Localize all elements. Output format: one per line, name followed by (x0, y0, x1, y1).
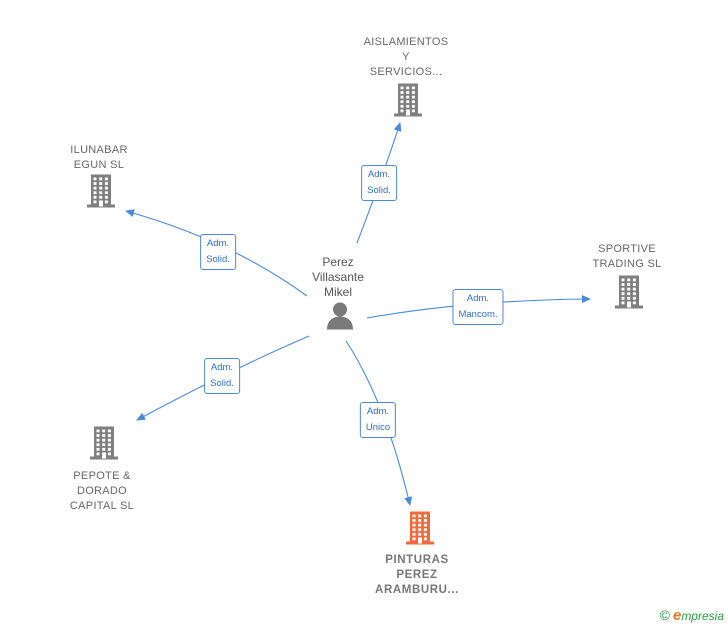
company-name-aislamientos-line: SERVICIOS... (369, 66, 443, 78)
role-badge-line: Solid. (206, 254, 230, 265)
company-name-pinturas-line: PEREZ (396, 569, 438, 581)
brand-name: mpresia (681, 609, 724, 623)
company-name-ilunabar-line: EGUN SL (73, 159, 125, 171)
role-badge-line: Solid. (367, 185, 391, 196)
center-person-name-line: Perez (322, 255, 354, 269)
company-name-pepote[interactable]: PEPOTE & DORADO CAPITAL SL (70, 469, 134, 514)
company-name-pepote-line: DORADO (76, 485, 128, 497)
role-badge-line: Adm. (206, 238, 230, 249)
company-name-aislamientos[interactable]: AISLAMIENTOS Y SERVICIOS... (364, 35, 449, 80)
company-name-pinturas-line: PINTURAS (385, 554, 449, 566)
company-name-ilunabar-line: ILUNABAR (70, 144, 128, 156)
building-icon[interactable] (403, 510, 437, 551)
company-name-sportive-line: TRADING SL (592, 258, 662, 270)
brand-initial: e (672, 607, 682, 624)
company-name-pinturas[interactable]: PINTURAS PEREZ ARAMBURU... (375, 553, 459, 598)
company-name-sportive-line: SPORTIVE (598, 243, 656, 255)
role-badge-line: Adm. (466, 293, 490, 304)
role-badge-line: Adm. (210, 362, 234, 373)
brand-footer: ©empresia (660, 607, 724, 624)
role-badge-sportive[interactable]: Adm. Mancom. (452, 289, 504, 325)
person-icon[interactable] (325, 301, 355, 336)
copyright-symbol: © (659, 607, 670, 623)
edges-layer (125, 122, 591, 506)
role-badge-line: Solid. (210, 378, 234, 389)
building-icon[interactable] (87, 425, 121, 466)
building-icon[interactable] (84, 173, 118, 214)
company-name-sportive[interactable]: SPORTIVE TRADING SL (592, 242, 661, 272)
building-icon[interactable] (391, 82, 425, 123)
role-badge-line: Adm. (367, 169, 391, 180)
company-name-aislamientos-line: AISLAMIENTOS (363, 36, 449, 48)
company-name-ilunabar[interactable]: ILUNABAR EGUN SL (70, 143, 127, 173)
company-name-pepote-line: PEPOTE & (73, 470, 131, 482)
role-badge-pinturas[interactable]: Adm. Unico (359, 402, 397, 438)
company-name-pinturas-line: ARAMBURU... (375, 584, 459, 596)
role-badge-line: Unico (365, 422, 391, 433)
role-badge-aislamientos[interactable]: Adm. Solid. (361, 165, 397, 201)
company-name-aislamientos-line: Y (402, 51, 410, 63)
role-badge-ilunabar[interactable]: Adm. Solid. (200, 234, 236, 270)
company-name-pepote-line: CAPITAL SL (69, 500, 135, 512)
building-icon[interactable] (612, 274, 646, 315)
center-person-name-line: Mikel (323, 285, 353, 299)
role-badge-pepote[interactable]: Adm. Solid. (204, 358, 240, 394)
role-badge-line: Adm. (366, 406, 390, 417)
role-badge-line: Mancom. (458, 309, 498, 320)
center-person-name-line: Villasante (312, 270, 364, 284)
